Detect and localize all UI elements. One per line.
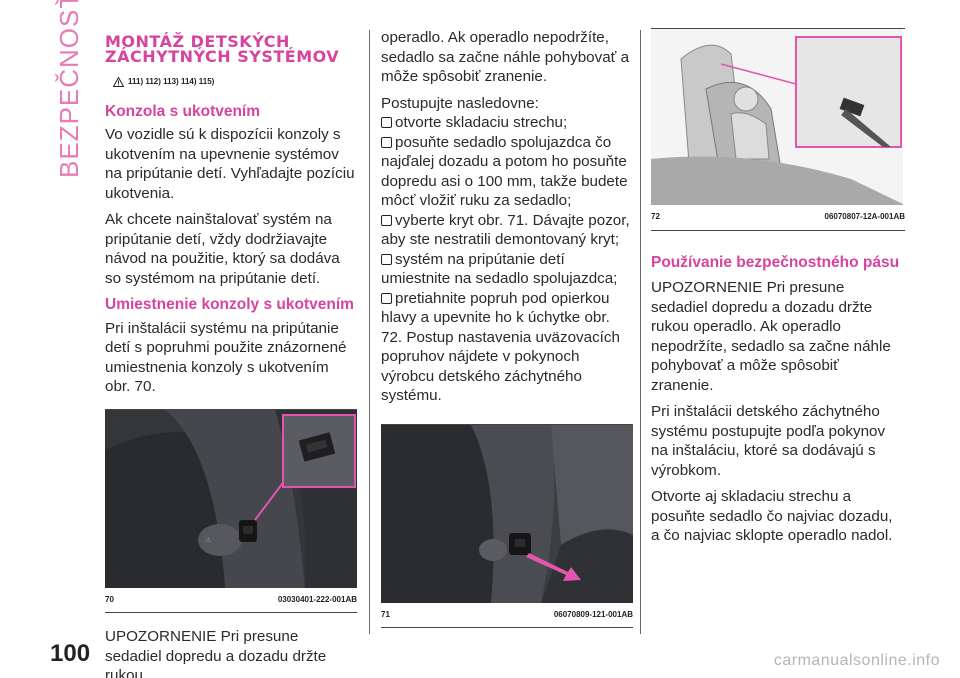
figure-code: 06070807-12A-001AB — [824, 212, 906, 221]
figure-number: 71 — [381, 609, 390, 619]
step-item: posuňte sedadlo spolujazdca čo najďalej … — [381, 133, 628, 209]
section-heading: MONTÁŽ DETSKÝCH ZÁCHYTNÝCH SYSTÉMOV — [105, 32, 340, 66]
paragraph: operadlo. Ak operadlo nepodržíte, sedadl… — [381, 29, 630, 85]
paragraph: Otvorte aj skladaciu strechu a posuňte s… — [651, 488, 893, 544]
checkbox-bullet-icon — [381, 214, 392, 226]
figure-71: 71 06070809-121-001AB — [381, 423, 633, 628]
checkbox-bullet-icon — [381, 136, 392, 148]
warning-triangle-icon — [113, 76, 124, 87]
figure-72: 72 06070807-12A-001AB — [651, 28, 905, 231]
subheading-bracket-location: Umiestnenie konzoly s ukotvením — [105, 296, 354, 313]
svg-text:⚠: ⚠ — [205, 536, 212, 544]
paragraph: Postupujte nasledovne: — [381, 94, 539, 112]
step-list: otvorte skladaciu strechu; posuňte sedad… — [381, 113, 633, 406]
figure-caption: 71 06070809-121-001AB — [381, 603, 633, 628]
column-2: operadlo. Ak operadlo nepodržíte, sedadl… — [381, 28, 633, 628]
step-item: otvorte skladaciu strechu; — [381, 113, 633, 133]
paragraph: Ak chcete nainštalovať systém na pripúta… — [105, 211, 340, 287]
paragraph: Vo vozidle sú k dispozícii konzoly s uko… — [105, 126, 355, 202]
checkbox-bullet-icon — [381, 253, 392, 265]
checkbox-bullet-icon — [381, 292, 392, 304]
column-divider — [369, 30, 370, 634]
figure-72-image — [651, 29, 903, 205]
step-item: systém na pripútanie detí umiestnite na … — [381, 250, 618, 287]
watermark: carmanualsonline.info — [773, 652, 940, 669]
figure-code: 03030401-222-001AB — [277, 594, 357, 604]
section-tab: BEZPEČNOSŤ — [50, 0, 84, 188]
warning-references: 111) 112) 113) 114) 115) — [113, 72, 357, 92]
column-3: 72 06070807-12A-001AB Používanie bezpečn… — [651, 28, 905, 553]
column-divider — [640, 30, 641, 634]
subheading-anchor-bracket: Konzola s ukotvením — [105, 102, 261, 120]
column-1: MONTÁŽ DETSKÝCH ZÁCHYTNÝCH SYSTÉMOV 111)… — [105, 28, 357, 678]
paragraph: Pri inštalácii systému na pripútanie det… — [105, 319, 347, 396]
warning-refs-text: 111) 112) 113) 114) 115) — [128, 77, 215, 86]
step-item: vyberte kryt obr. 71. Dávajte pozor, aby… — [381, 211, 630, 248]
figure-70: ⚠ 70 03030401-222-001AB — [105, 408, 357, 613]
paragraph: UPOZORNENIE Pri presune sedadiel dopredu… — [651, 279, 891, 394]
figure-caption: 72 06070807-12A-001AB — [651, 205, 905, 231]
page-number: 100 — [50, 640, 91, 667]
paragraph: UPOZORNENIE Pri presune sedadiel dopredu… — [105, 628, 327, 678]
step-item: pretiahnite popruh pod opierkou hlavy a … — [381, 289, 620, 404]
figure-71-image — [381, 424, 633, 603]
figure-code: 06070809-121-001AB — [553, 609, 633, 619]
checkbox-bullet-icon — [381, 117, 392, 128]
paragraph: Pri inštalácii detského záchytného systé… — [651, 403, 886, 479]
section-tab-label: BEZPEČNOSŤ — [54, 0, 84, 178]
figure-number: 70 — [105, 594, 114, 604]
figure-caption: 70 03030401-222-001AB — [105, 588, 357, 613]
figure-70-image: ⚠ — [105, 409, 357, 588]
subheading-seat-belt: Používanie bezpečnostného pásu — [651, 253, 900, 271]
figure-number: 72 — [651, 212, 660, 221]
